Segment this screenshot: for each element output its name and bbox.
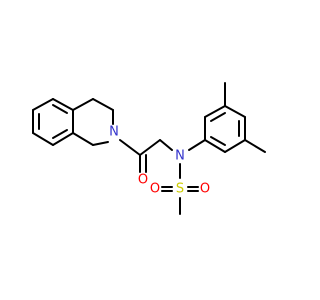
bond <box>32 98 54 111</box>
atom-labels: N O N S O O <box>109 125 210 197</box>
bond <box>139 139 161 156</box>
bond <box>210 136 226 146</box>
bond <box>52 129 68 139</box>
atom-label-amide-nitrogen: N <box>109 125 119 140</box>
bond <box>92 141 109 146</box>
bond <box>52 104 68 114</box>
bond <box>204 139 226 153</box>
bond <box>119 139 141 156</box>
bond <box>72 98 94 111</box>
bond <box>92 98 114 111</box>
bond <box>204 105 226 118</box>
bond <box>210 112 226 122</box>
bond <box>72 132 94 146</box>
structure-canvas: N O N S O O <box>32 82 266 215</box>
bond <box>159 139 173 151</box>
bond <box>52 98 74 111</box>
bond <box>244 139 266 153</box>
atom-label-sulfonyl-oxygen-left: O <box>150 182 160 197</box>
bond <box>224 105 246 118</box>
atom-label-sulfur: S <box>176 182 184 197</box>
atom-label-carbonyl-oxygen: O <box>138 173 148 188</box>
molecule-structure: N O N S O O <box>32 82 266 215</box>
bond <box>224 139 246 153</box>
bond-layer <box>32 82 266 215</box>
bond <box>52 132 74 146</box>
bond <box>32 132 54 146</box>
atom-label-sulfonamide-nitrogen: N <box>175 149 185 164</box>
atom-label-sulfonyl-oxygen-right: O <box>200 182 210 197</box>
bond <box>188 139 206 151</box>
